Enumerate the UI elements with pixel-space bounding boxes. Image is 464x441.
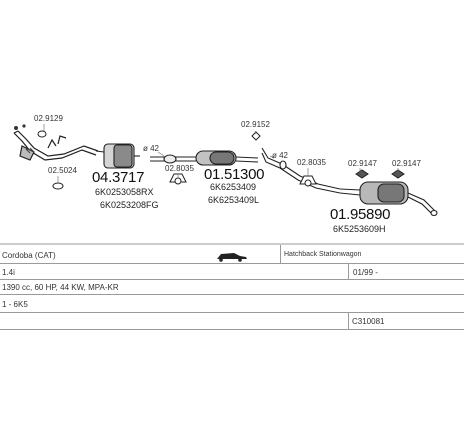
oe-number-6K6253409L: 6K6253409L xyxy=(208,195,260,205)
leader-lines xyxy=(43,124,399,183)
part-label-02-9129: 02.9129 xyxy=(34,114,63,123)
vehicle-model: Cordoba (CAT) xyxy=(2,251,56,260)
rear-silencer xyxy=(339,181,438,217)
front-flange-bolts xyxy=(14,124,26,130)
part-label-02-8035-b: 02.8035 xyxy=(297,158,326,167)
part-label-02-9147-b: 02.9147 xyxy=(392,159,421,168)
table-row-divider-3 xyxy=(0,294,464,295)
year-range: 01/99 - xyxy=(353,268,378,277)
front-pipe xyxy=(13,130,99,161)
pipe-diameter-42-b: ø 42 xyxy=(272,151,289,160)
centre-pipe xyxy=(150,150,259,166)
engine-spec: 1390 cc, 60 HP, 44 KW, MPA-KR xyxy=(2,283,119,292)
oe-number-6K0253208FG: 6K0253208FG xyxy=(100,200,159,210)
reference-code: C310081 xyxy=(352,317,385,326)
engine-size: 1.4i xyxy=(2,268,15,277)
model-code: 1 - 6K5 xyxy=(2,300,28,309)
part-label-02-9152: 02.9152 xyxy=(241,120,270,129)
table-col-divider-3 xyxy=(280,245,281,263)
exhaust-system-diagram xyxy=(0,124,464,245)
oe-number-6K5253609H: 6K5253609H xyxy=(333,224,386,234)
hanger-02-9152 xyxy=(251,131,261,141)
part-label-02-9147-a: 02.9147 xyxy=(348,159,377,168)
table-row-divider-5 xyxy=(0,329,464,330)
gasket-02-9129 xyxy=(37,130,47,138)
gasket-02-5024 xyxy=(52,182,64,190)
catalytic-converter xyxy=(95,143,140,169)
table-col-divider-2 xyxy=(348,312,349,329)
table-row-divider-4 xyxy=(0,312,464,313)
table-col-divider-1 xyxy=(348,263,349,280)
part-label-01-95890: 01.95890 xyxy=(330,206,391,223)
body-type: Hatchback Stationwagon xyxy=(284,251,362,258)
clamp-02-8035-b xyxy=(299,175,317,187)
table-row-divider-2 xyxy=(0,279,464,280)
part-label-04-3717: 04.3717 xyxy=(92,169,145,186)
pipe-diameter-42-a: ø 42 xyxy=(143,144,160,153)
oe-number-6K6253409: 6K6253409 xyxy=(210,182,257,192)
part-label-02-8035-a: 02.8035 xyxy=(165,164,194,173)
car-silhouette-icon xyxy=(213,253,247,262)
intermediate-pipe xyxy=(261,147,341,194)
part-label-02-5024: 02.5024 xyxy=(48,166,77,175)
table-row-divider-1 xyxy=(0,263,464,264)
part-label-01-51300: 01.51300 xyxy=(204,166,265,183)
oe-number-6K0253058RX: 6K0253058RX xyxy=(95,187,154,197)
hanger-02-9147-a xyxy=(355,169,369,179)
hanger-02-9147-b xyxy=(391,169,405,179)
